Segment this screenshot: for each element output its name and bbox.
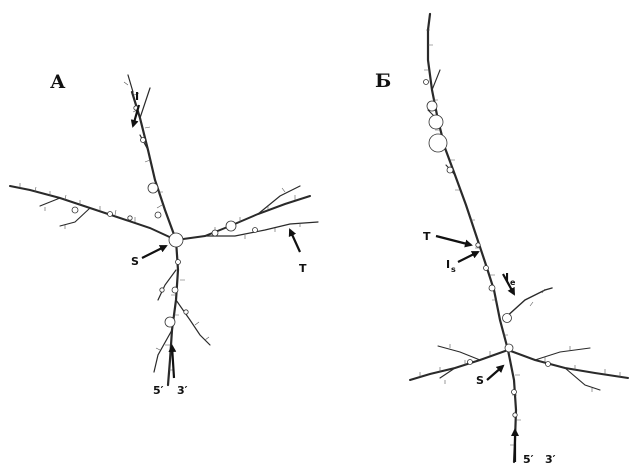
label-3prime-a: 3′ (177, 384, 188, 397)
label-t-b: T (423, 230, 431, 243)
panel-b-label: Б (375, 70, 391, 92)
panel-a-branches (10, 75, 318, 385)
panel-b: Б (375, 14, 628, 465)
panel-a-loops (72, 106, 258, 327)
panel-a: А (10, 71, 318, 397)
arrow-t-b (436, 236, 471, 245)
arrow-is-b (458, 252, 478, 262)
arrow-s-a (142, 246, 166, 258)
panel-b-loops (424, 80, 551, 418)
panel-b-base-ticks (420, 30, 620, 445)
label-s-b: S (476, 374, 484, 387)
label-i-a: I (135, 90, 139, 103)
arrow-s-b (487, 366, 503, 380)
label-i-s-b: I (446, 258, 450, 271)
arrow-t-a (290, 230, 300, 252)
label-5prime-b: 5′ (523, 453, 534, 465)
label-e-sub-b: e (510, 278, 516, 287)
label-i-e-b: I (505, 271, 509, 284)
panel-a-label: А (50, 71, 66, 93)
label-t-a: T (299, 262, 307, 275)
label-5prime-a: 5′ (153, 384, 164, 397)
panel-a-annotations: I S T 5′ 3′ (131, 90, 307, 397)
label-s-sub-b: s (451, 265, 456, 274)
arrow-ends-a (172, 346, 174, 378)
label-s-a: S (131, 255, 139, 268)
label-3prime-b: 3′ (545, 453, 556, 465)
